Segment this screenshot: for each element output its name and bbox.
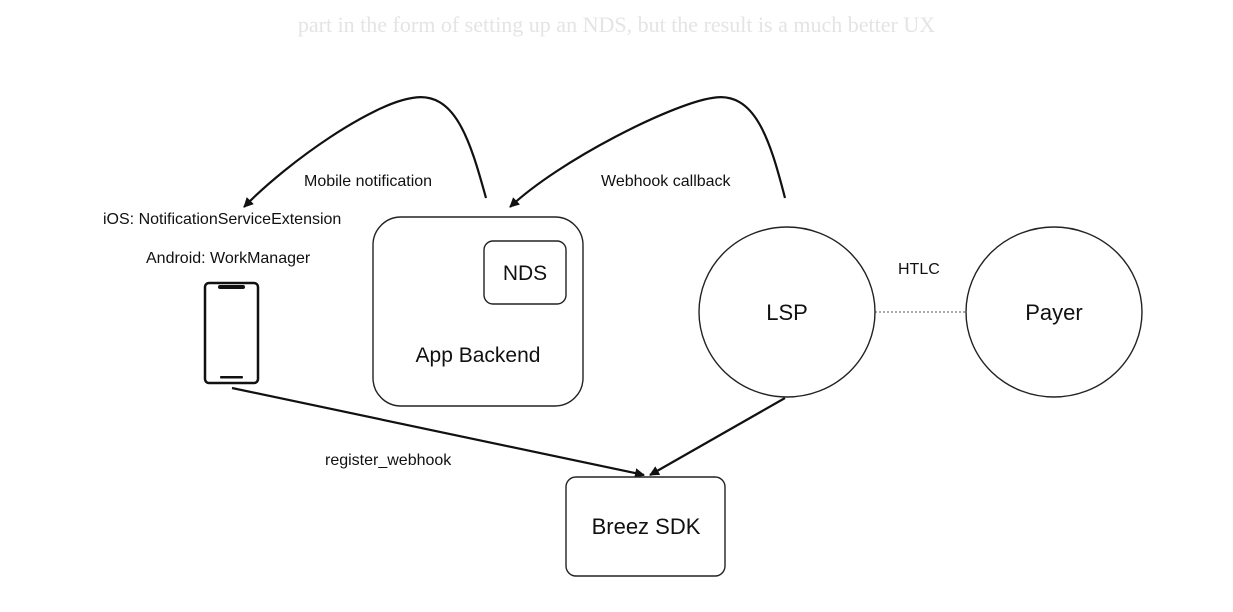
intro-text: part in the form of setting up an NDS, b…	[297, 12, 936, 37]
payer-node: Payer	[965, 226, 1143, 398]
webhook-callback-arrow	[509, 96, 787, 208]
lsp-label: LSP	[766, 300, 808, 325]
mobile-notification-label: Mobile notification	[304, 173, 432, 190]
android-label: Android: WorkManager	[146, 250, 311, 267]
app-backend-label: App Backend	[416, 344, 541, 367]
smartphone-icon	[203, 281, 260, 385]
payer-label: Payer	[1025, 300, 1082, 325]
register-webhook-arrow	[231, 386, 645, 479]
lsp-to-sdk-arrow	[649, 397, 786, 476]
htlc-label: HTLC	[898, 261, 940, 278]
ios-label: iOS: NotificationServiceExtension	[103, 211, 341, 228]
breez-sdk-label: Breez SDK	[592, 514, 701, 539]
register-webhook-label: register_webhook	[325, 452, 452, 469]
mobile-notification-arrow	[243, 96, 488, 208]
nds-label: NDS	[503, 262, 547, 285]
webhook-callback-label: Webhook callback	[601, 173, 732, 190]
nds-node: NDS	[483, 240, 567, 305]
breez-sdk-node: Breez SDK	[565, 476, 726, 577]
lsp-node: LSP	[698, 226, 876, 398]
